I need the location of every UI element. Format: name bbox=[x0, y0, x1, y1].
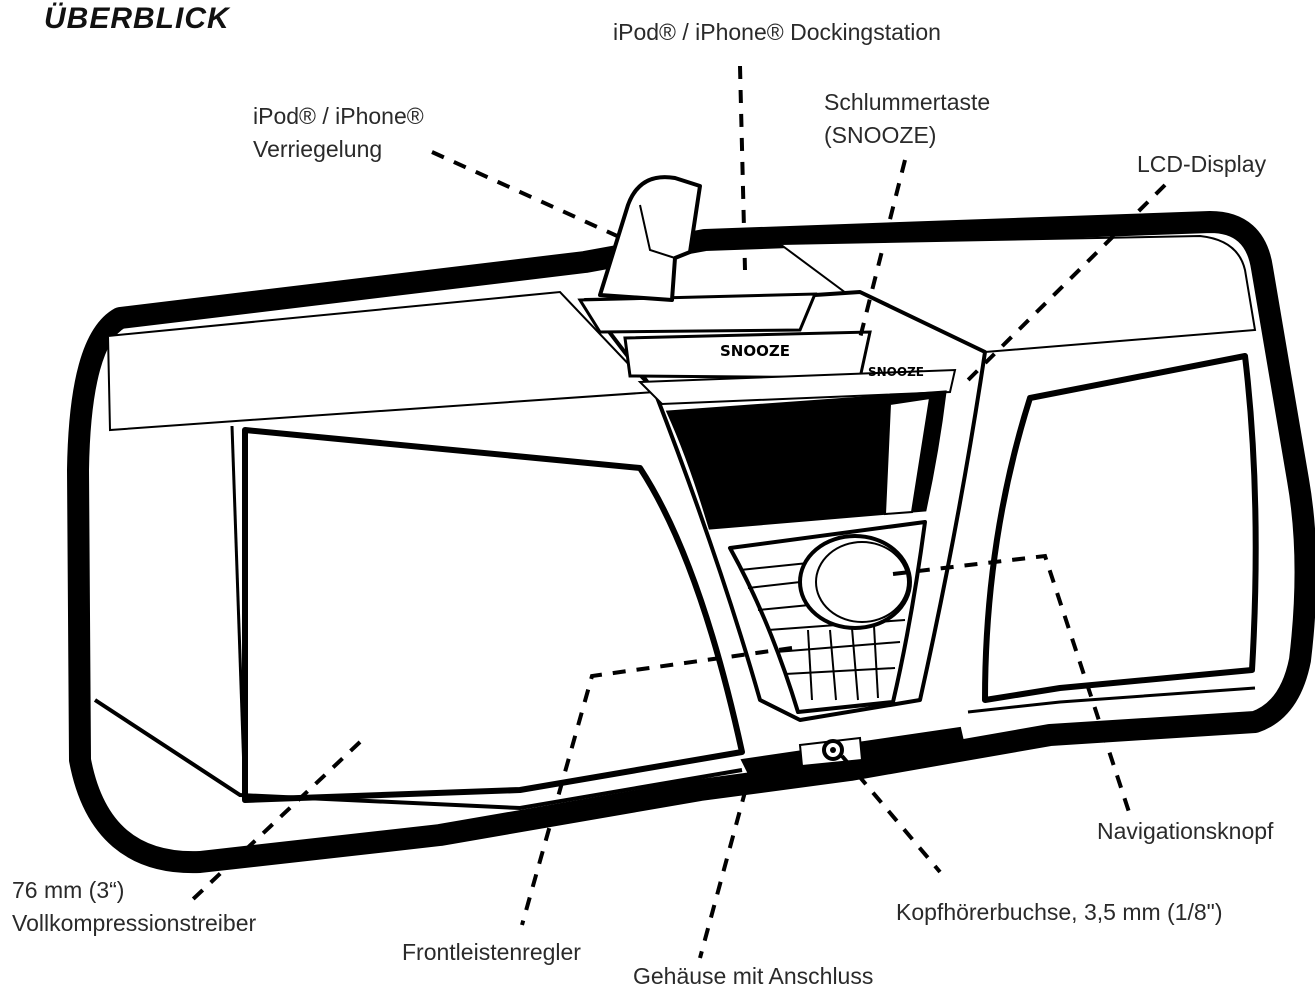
label-housing: Gehäuse mit Anschluss bbox=[633, 963, 874, 989]
label-headphone: Kopfhörerbuchse, 3,5 mm (1/8") bbox=[896, 899, 1223, 925]
label-lock: iPod® / iPhone® Verriegelung bbox=[253, 100, 424, 166]
label-driver: 76 mm (3“) Vollkompressionstreiber bbox=[12, 874, 256, 940]
label-snooze-line2: (SNOOZE) bbox=[824, 122, 937, 148]
right-top-surface bbox=[777, 234, 1257, 354]
label-snooze-line1: Schlummertaste bbox=[824, 89, 991, 115]
label-lock-line2: Verriegelung bbox=[253, 136, 383, 162]
label-front-controls: Frontleistenregler bbox=[402, 939, 581, 965]
dock-lock-post bbox=[598, 175, 702, 302]
leader-front-controls bbox=[520, 646, 793, 926]
leader-headphone bbox=[840, 754, 942, 874]
dock-tray bbox=[577, 292, 818, 334]
label-lock-line1: iPod® / iPhone® bbox=[253, 103, 424, 129]
left-top-surface bbox=[106, 290, 658, 432]
leader-snooze bbox=[856, 159, 907, 347]
page-title: ÜBERBLICK bbox=[44, 2, 230, 35]
label-lcd: LCD-Display bbox=[1137, 151, 1267, 177]
label-nav: Navigationsknopf bbox=[1097, 818, 1274, 844]
label-dock: iPod® / iPhone® Dockingstation bbox=[613, 19, 941, 45]
right-speaker-grille bbox=[982, 353, 1259, 703]
label-snooze: Schlummertaste (SNOOZE) bbox=[824, 86, 990, 152]
leader-lock bbox=[431, 150, 627, 242]
leader-lines bbox=[188, 65, 1167, 959]
label-driver-line2: Vollkompressionstreiber bbox=[12, 910, 257, 936]
leader-nav bbox=[892, 553, 1132, 816]
left-speaker-grille bbox=[242, 427, 745, 803]
leader-driver bbox=[188, 740, 362, 904]
snooze-print-small: SNOOZE bbox=[868, 365, 924, 379]
label-driver-line1: 76 mm (3“) bbox=[12, 877, 125, 903]
lcd-display bbox=[665, 390, 947, 530]
snooze-print: SNOOZE bbox=[720, 342, 790, 360]
leader-dock bbox=[738, 65, 747, 271]
leader-housing bbox=[698, 765, 754, 959]
